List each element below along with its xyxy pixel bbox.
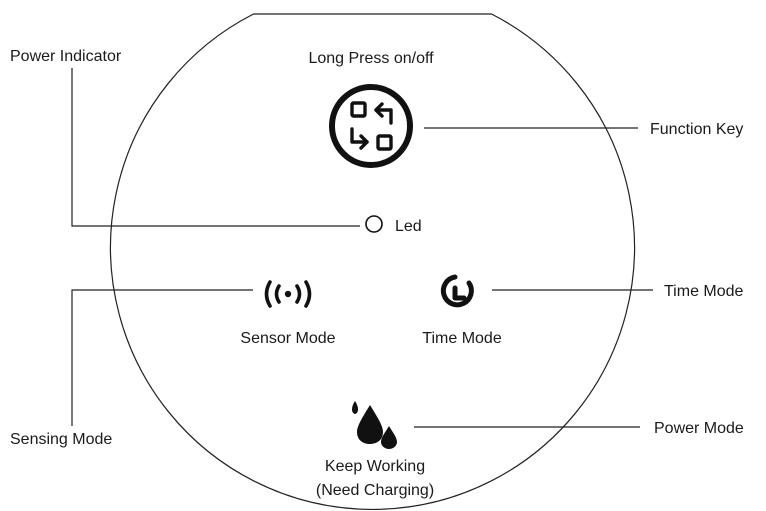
need-charging-label: (Need Charging) bbox=[316, 482, 434, 499]
led-label: Led bbox=[395, 218, 422, 235]
sensor-mode-label: Sensor Mode bbox=[240, 330, 335, 347]
long-press-label: Long Press on/off bbox=[308, 50, 434, 67]
water-drops-icon bbox=[352, 401, 397, 449]
clock-icon bbox=[440, 274, 474, 308]
keep-working-label: Keep Working bbox=[325, 458, 425, 475]
time-mode-callout: Time Mode bbox=[664, 283, 744, 300]
power-indicator-callout: Power Indicator bbox=[10, 48, 122, 65]
function-key-ring bbox=[329, 84, 413, 168]
time-mode-label: Time Mode bbox=[422, 330, 502, 347]
sensing-mode-callout: Sensing Mode bbox=[10, 431, 112, 448]
device-outline bbox=[109, 13, 636, 511]
power-mode-callout: Power Mode bbox=[654, 420, 744, 437]
power-indicator-leader bbox=[71, 68, 360, 227]
function-key-button[interactable] bbox=[329, 84, 413, 168]
function-key-callout: Function Key bbox=[650, 121, 743, 138]
sensing-mode-leader bbox=[71, 289, 253, 426]
led-indicator-icon bbox=[365, 215, 383, 233]
sensor-waves-icon bbox=[264, 280, 312, 308]
function-key-icon bbox=[350, 101, 393, 151]
